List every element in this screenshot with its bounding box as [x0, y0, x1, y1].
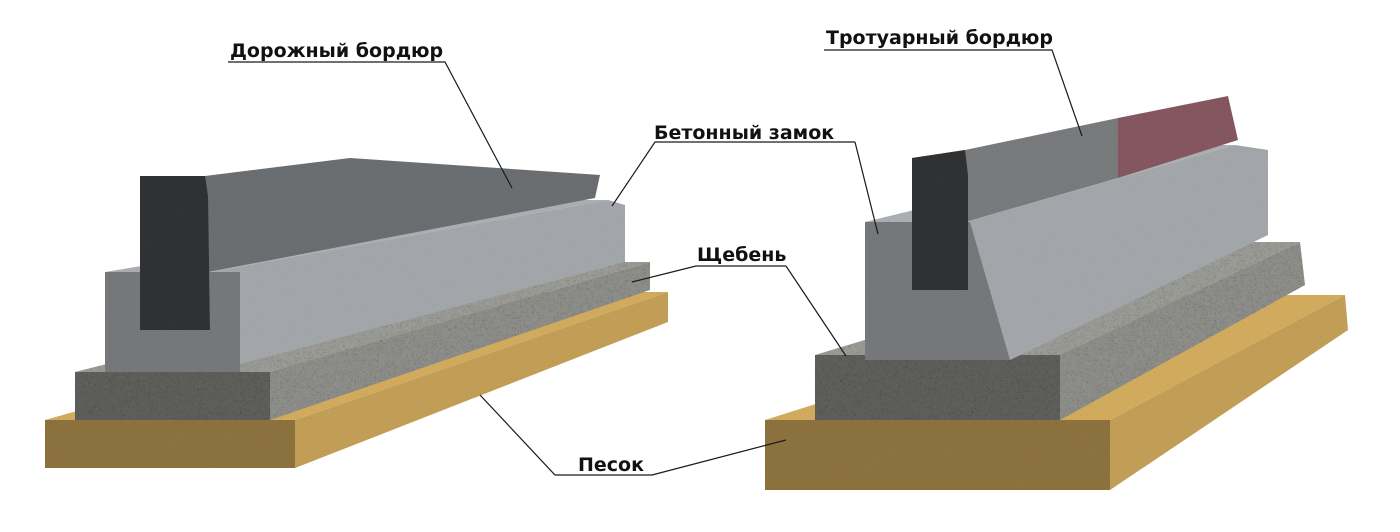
leader-gravel-left — [632, 266, 786, 282]
sidewalk-curb-assembly — [765, 96, 1348, 490]
leader-gravel-right — [786, 266, 846, 356]
leader-lock-right — [855, 142, 878, 234]
label-concrete-lock: Бетонный замок — [654, 122, 834, 144]
leader-sidewalk-curb — [824, 50, 1082, 136]
label-sidewalk-curb: Тротуарный бордюр — [826, 27, 1053, 49]
road-curb-assembly — [45, 158, 668, 468]
label-road-curb: Дорожный бордюр — [230, 40, 443, 62]
label-sand: Песок — [578, 454, 644, 476]
label-gravel: Щебень — [697, 244, 786, 266]
leader-lock-left — [612, 142, 855, 206]
